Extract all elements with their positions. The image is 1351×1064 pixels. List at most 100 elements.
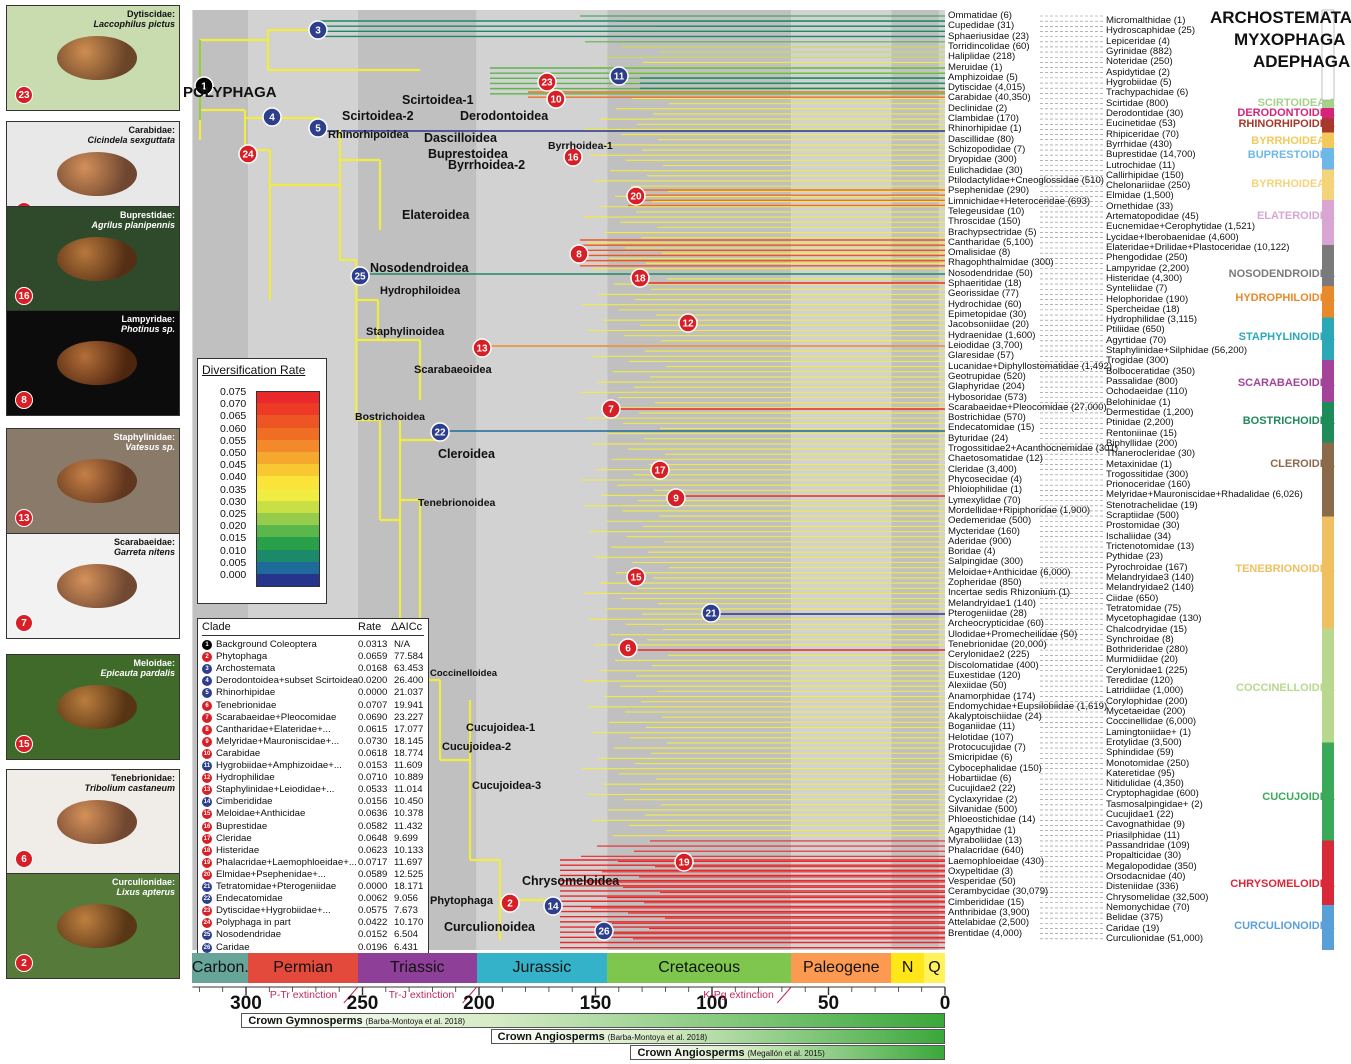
superfamily-label: DERODONTOIDEA bbox=[1237, 107, 1335, 119]
clade-label-staphylinoidea: Staphylinoidea bbox=[366, 326, 445, 338]
clade-label-byrrhoidea1: Byrrhoidea-1 bbox=[548, 140, 613, 152]
clade-rate: 0.0659 bbox=[358, 651, 388, 663]
family-label: Tetratomidae (75) bbox=[1106, 602, 1182, 614]
family-label: Erotylidae (3,500) bbox=[1106, 736, 1182, 748]
legend-tick-label: 0.075 bbox=[220, 386, 247, 398]
family-label: Scirtidae (800) bbox=[1106, 97, 1169, 109]
family-label: Ischaliidae (34) bbox=[1106, 530, 1172, 542]
clade-aicc: 9.699 bbox=[394, 832, 419, 844]
family-label: Helotidae (107) bbox=[948, 731, 1014, 743]
family-label: Throscidae (150) bbox=[948, 216, 1021, 228]
family-label: Oxypeltidae (3) bbox=[948, 865, 1014, 877]
node-8-label: 8 bbox=[576, 250, 582, 261]
family-label: Smicripidae (6) bbox=[948, 752, 1013, 764]
photo-caption: Carabidae:Cicindela sexguttata bbox=[87, 125, 175, 145]
node-1-badge bbox=[194, 76, 214, 96]
node-26-badge bbox=[594, 921, 614, 941]
family-label: Oedemeridae (500) bbox=[948, 515, 1032, 527]
node-24-label: 24 bbox=[242, 150, 254, 161]
superfamily-label: BYRRHOIDEA-2 bbox=[1251, 178, 1335, 190]
extinction-marker bbox=[462, 986, 478, 1004]
family-label: Scraptiidae (500) bbox=[1106, 510, 1180, 522]
clade-number-badge: 19 bbox=[202, 857, 212, 868]
clade-rate: 0.0710 bbox=[358, 772, 388, 784]
photo-family: Dytiscidae: bbox=[126, 9, 175, 19]
clade-aicc: 21.037 bbox=[394, 687, 424, 699]
photo-family: Curculionidae: bbox=[111, 877, 175, 887]
legend-color-swatch bbox=[256, 452, 320, 465]
family-label: Leiodidae (3,700) bbox=[948, 339, 1023, 351]
family-label: Brentidae (4,000) bbox=[948, 927, 1023, 939]
node-12-label: 12 bbox=[682, 319, 694, 330]
clade-aicc: 18.145 bbox=[394, 735, 424, 747]
family-label: Cerylonidae2 (225) bbox=[948, 649, 1030, 661]
family-label: Disteniidae (336) bbox=[1106, 881, 1179, 893]
clade-aicc: 7.673 bbox=[394, 905, 419, 917]
clade-number-badge: 18 bbox=[202, 845, 212, 856]
node-14-label: 14 bbox=[547, 902, 559, 913]
clade-rate: 0.0153 bbox=[358, 760, 388, 771]
family-label: Prostomidae (30) bbox=[1106, 520, 1180, 532]
clade-name: Scarabaeidae+Pleocomidae bbox=[216, 711, 337, 723]
family-label: Chrysomelidae (32,500) bbox=[1106, 891, 1209, 903]
family-label: Elateridae+Drilidae+Plastoceridae (10,12… bbox=[1106, 242, 1290, 253]
node-15-label: 15 bbox=[630, 573, 642, 584]
legend-color-swatch bbox=[256, 500, 320, 513]
clade-name: Archostemata bbox=[216, 663, 276, 675]
superfamily-label: ELATEROIDEA bbox=[1256, 210, 1335, 222]
family-label: Incertae sedis Rhizonium (1) bbox=[948, 587, 1071, 599]
clade-name: Meloidae+Anthicidae bbox=[216, 808, 306, 820]
family-label: Psephenidae (290) bbox=[948, 185, 1030, 197]
clade-label-cleroidea: Cleroidea bbox=[438, 447, 495, 461]
family-label: Trictenotomidae (13) bbox=[1106, 541, 1195, 553]
node-1-label: 1 bbox=[201, 82, 207, 93]
legend-color-swatch bbox=[256, 403, 320, 416]
family-label: Nosodendridae (50) bbox=[948, 267, 1033, 279]
family-label: Salpingidae (300) bbox=[948, 556, 1024, 568]
clade-number-badge: 15 bbox=[202, 809, 212, 820]
clade-aicc: 18.171 bbox=[394, 881, 424, 892]
clade-rate: 0.0000 bbox=[358, 687, 388, 699]
extinction-label: K-Pg extinction bbox=[703, 989, 774, 1001]
specimen-photo: Lampyridae:Photinus sp.8 bbox=[6, 310, 180, 416]
legend-tick-label: 0.000 bbox=[220, 569, 247, 581]
node-26-label: 26 bbox=[598, 927, 610, 938]
family-label: Boganiidae (11) bbox=[948, 721, 1016, 733]
clade-number-badge: 23 bbox=[202, 906, 212, 917]
photo-node-badge: 8 bbox=[15, 391, 33, 409]
family-label: Monotomidae (250) bbox=[1106, 757, 1190, 769]
node-21-label: 21 bbox=[705, 609, 717, 620]
family-label: Cucujidae2 (22) bbox=[948, 783, 1016, 795]
legend-color-swatch bbox=[256, 391, 320, 405]
family-label: Dermestidae (1,200) bbox=[1106, 406, 1194, 418]
legend-color-swatch bbox=[256, 549, 320, 562]
clade-number-badge: 8 bbox=[202, 724, 212, 735]
clade-number-badge: 6 bbox=[202, 700, 212, 711]
family-label: Scarabaeidae+Pleocomidae (27,000) bbox=[948, 401, 1107, 413]
clade-table-header: Clade Rate ΔAICc bbox=[202, 621, 424, 636]
node-14-badge bbox=[543, 896, 563, 916]
family-label: Rentoniinae (15) bbox=[1106, 427, 1177, 439]
clade-label-chrysomeloidea: Chrysomeloidea bbox=[522, 874, 620, 888]
clade-aicc: 10.378 bbox=[394, 808, 424, 820]
superfamily-bar bbox=[1322, 840, 1334, 905]
family-label: Lamingtoniidae+ (1) bbox=[1106, 726, 1192, 738]
clade-label-cucujoidea2: Cucujoidea-2 bbox=[442, 741, 512, 753]
legend-tick-label: 0.050 bbox=[220, 447, 247, 459]
clade-rate: 0.0636 bbox=[358, 808, 388, 820]
superfamily-label: BOSTRICHOIDEA bbox=[1242, 415, 1335, 427]
node-16-badge bbox=[563, 147, 583, 167]
photo-node-badge: 23 bbox=[15, 86, 33, 104]
clade-number-badge: 5 bbox=[202, 688, 212, 699]
legend-tick-label: 0.055 bbox=[220, 434, 247, 447]
clade-aicc: 6.504 bbox=[394, 929, 419, 941]
legend-color-swatch bbox=[256, 561, 320, 574]
legend-color-swatch bbox=[256, 513, 320, 526]
family-label: Chalcodryidae (15) bbox=[1106, 623, 1188, 635]
